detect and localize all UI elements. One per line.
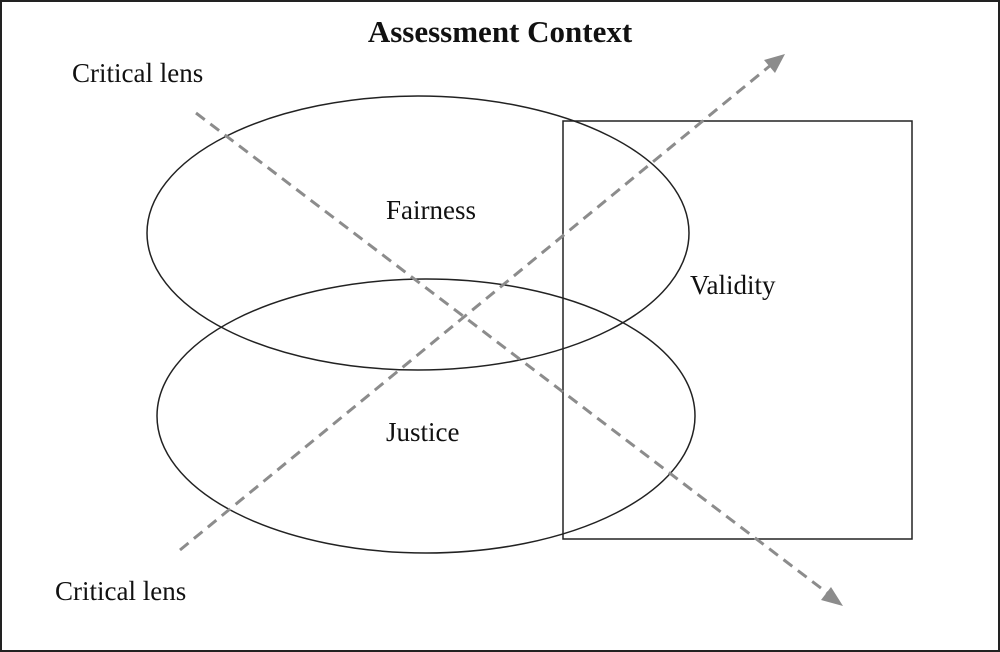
critical-lens-arrow-descending	[195, 111, 835, 600]
justice-label: Justice	[386, 417, 460, 447]
validity-label: Validity	[690, 270, 776, 300]
critical-lens-label-top: Critical lens	[72, 58, 204, 88]
fairness-label: Fairness	[386, 195, 476, 225]
arrowhead-descending-icon	[821, 587, 843, 606]
validity-rectangle	[562, 120, 913, 540]
critical-lens-arrow-ascending	[179, 58, 778, 552]
critical-lens-label-bottom: Critical lens	[55, 576, 187, 606]
fairness-ellipse	[146, 95, 690, 371]
arrowhead-ascending-icon	[764, 54, 785, 73]
justice-ellipse	[156, 278, 696, 554]
diagram-title: Assessment Context	[367, 14, 633, 49]
